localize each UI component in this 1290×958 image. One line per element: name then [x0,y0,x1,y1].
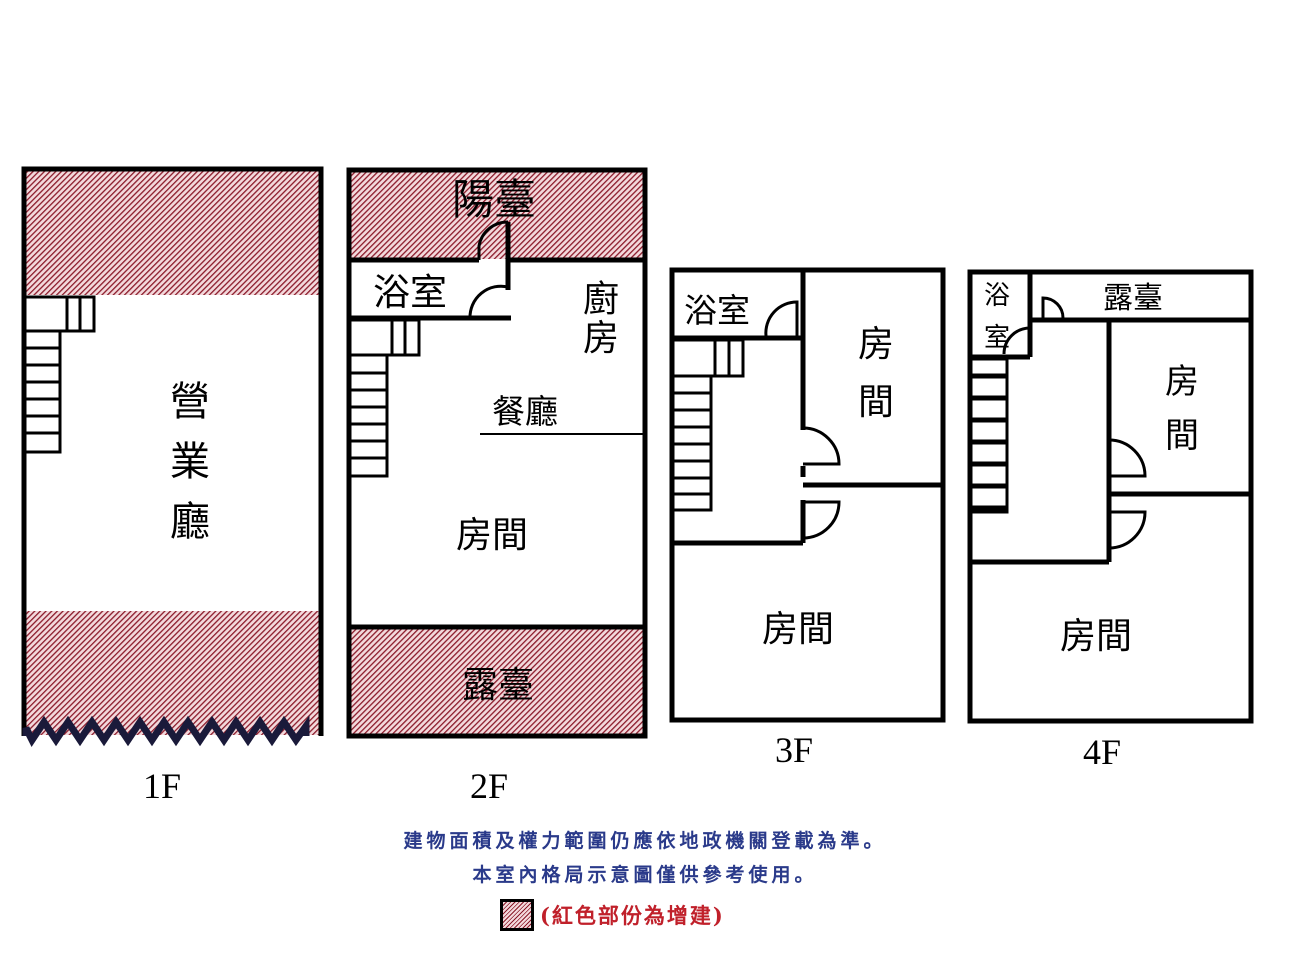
3f-bathroom-label: 浴室 [684,291,750,330]
2f-kitchen-label-1: 廚 [583,279,619,320]
floor-4f: 浴 室 露臺 房 間 房間 4F [967,269,1254,772]
4f-bathroom-label-1: 浴 [984,281,1010,311]
2f-room-label: 房間 [456,515,528,556]
4f-terrace-door [1041,296,1065,319]
4f-bath-door [1002,326,1031,355]
3f-stairs [674,338,745,512]
2f-dining-label: 餐廳 [492,392,558,431]
3f-room-a-label-1: 房 [858,324,894,365]
2f-terrace-area [350,628,644,734]
2f-bath-door [468,284,509,319]
4f-room-a-label-1: 房 [1165,362,1199,402]
1f-room-char-2: 業 [170,439,210,485]
2f-stairs [351,318,421,478]
3f-room-a-label-2: 間 [858,382,894,423]
2f-bathroom-label: 浴室 [373,271,447,314]
floor-label-2f: 2F [470,766,508,806]
2f-terrace-label: 露臺 [462,665,534,706]
2f-balcony-door [477,220,509,260]
1f-zigzag-front [22,715,310,747]
3f-room-door-1 [802,426,841,466]
3f-outer-wall [669,267,946,723]
4f-room-door-1 [1108,438,1147,478]
4f-terrace-label: 露臺 [1103,281,1163,316]
legend: (紅色部份為增建) [500,896,725,934]
floor-2f: 陽臺 浴室 廚 房 餐廳 房間 露臺 2F [346,167,648,806]
floor-3f: 浴室 房 間 房間 3F [669,267,946,770]
4f-room-door-2 [1108,510,1147,550]
4f-room-a-label-2: 間 [1165,416,1199,456]
3f-room-b-label: 房間 [762,609,834,650]
3f-bath-door [764,300,799,337]
1f-extension-bottom [26,611,320,735]
2f-outer-wall [346,167,648,739]
1f-stairs [26,295,96,454]
floor-label-4f: 4F [1083,732,1121,772]
floor-label-1f: 1F [143,766,181,806]
1f-room-char-1: 營 [170,379,210,425]
2f-balcony-area [350,171,644,259]
1f-extension-top [26,171,320,295]
1f-outer-wall [21,166,324,736]
3f-room-door-2 [802,500,841,540]
floor-label-3f: 3F [775,730,813,770]
legend-label: (紅色部份為增建) [540,903,725,928]
2f-kitchen-label-2: 房 [583,318,619,359]
1f-room-char-3: 廳 [170,499,210,545]
4f-room-b-label: 房間 [1060,616,1132,657]
4f-stairs [972,357,1009,514]
4f-bathroom-label-2: 室 [984,323,1010,353]
legend-hatch-swatch [500,899,534,931]
floor-1f: 營 業 廳 1F [21,166,324,806]
2f-balcony-label: 陽臺 [452,175,536,224]
disclaimer-line-1: 建物面積及權力範圍仍應依地政機關登載為準。 [403,830,887,852]
disclaimer-line-2: 本室內格局示意圖僅供參考使用。 [472,864,818,886]
